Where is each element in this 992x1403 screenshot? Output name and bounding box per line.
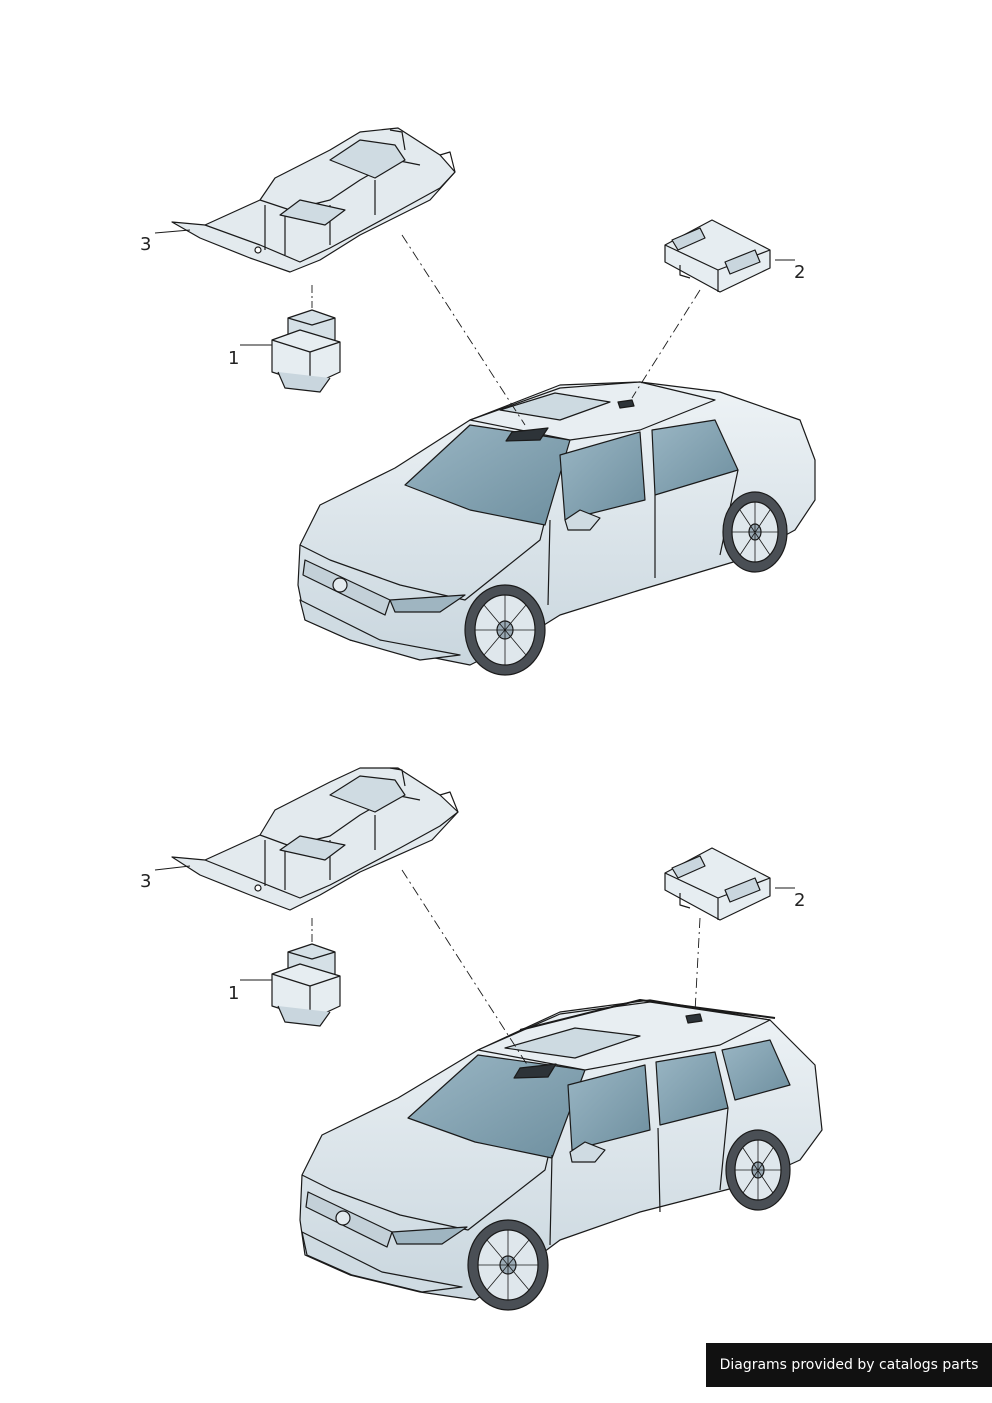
callout-2-top: 2	[794, 262, 806, 283]
callout-3-top: 3	[140, 234, 152, 255]
bottom-leader-lines	[154, 865, 795, 1067]
callout-1-bottom: 1	[228, 983, 240, 1004]
part-2-control-unit-bottom	[664, 847, 771, 921]
sedan-car	[297, 381, 816, 676]
part-1-sensor-top	[271, 309, 341, 393]
part-1-sensor-bottom	[271, 943, 341, 1027]
credit-banner: Diagrams provided by catalogs parts	[706, 1343, 992, 1387]
part-3-bracket-bottom	[171, 767, 459, 911]
bottom-group	[154, 767, 823, 1311]
callout-3-bottom: 3	[140, 871, 152, 892]
callout-2-bottom: 2	[794, 890, 806, 911]
top-leader-lines	[154, 229, 795, 426]
callout-1-top: 1	[228, 348, 240, 369]
part-3-bracket-top	[171, 127, 456, 273]
top-group	[154, 127, 816, 676]
part-2-control-unit-top	[664, 219, 771, 293]
wagon-car	[299, 999, 823, 1311]
